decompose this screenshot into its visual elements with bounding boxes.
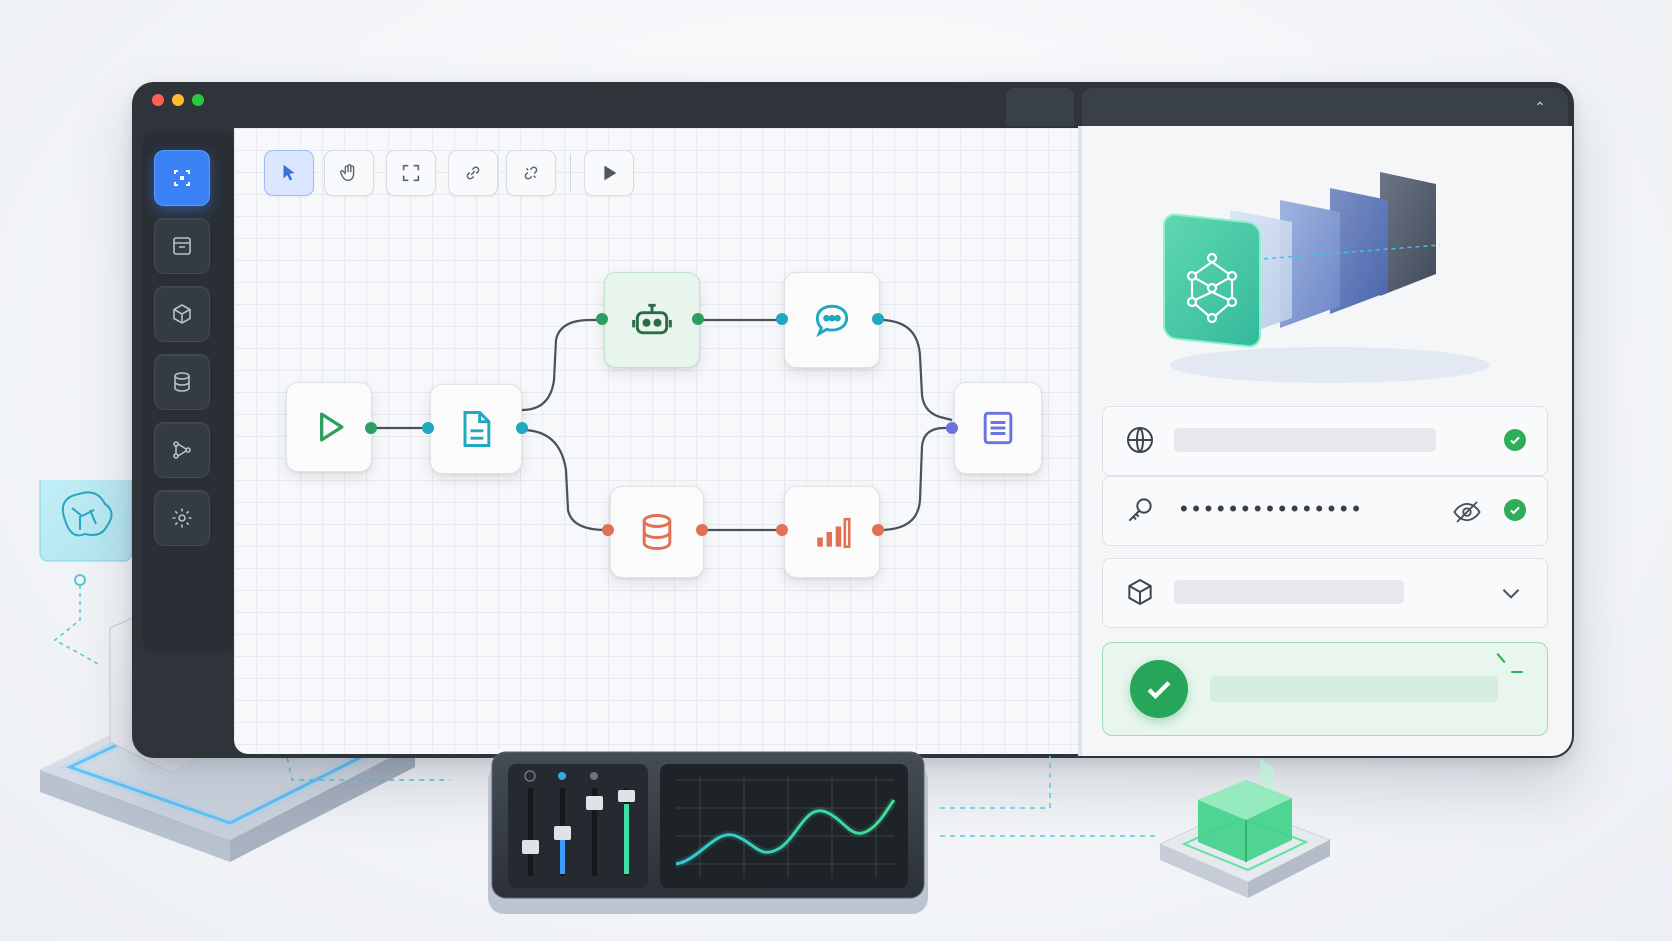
- titlebar-tab[interactable]: [1006, 88, 1074, 126]
- panel-titlebar: [1082, 88, 1568, 126]
- sidebar-item-components[interactable]: [154, 286, 210, 342]
- key-icon: [1128, 498, 1152, 522]
- endpoint-url-value: [1174, 428, 1436, 452]
- chat-bubble-icon: [815, 304, 849, 338]
- run-workflow-button[interactable]: [584, 150, 634, 196]
- cube-icon: [1128, 578, 1152, 606]
- node-port[interactable]: [776, 524, 788, 536]
- node-port[interactable]: [602, 524, 614, 536]
- window-maximize-button[interactable]: [192, 94, 204, 106]
- node-chat[interactable]: [784, 272, 880, 368]
- globe-icon: [1127, 427, 1153, 453]
- gear-icon: [172, 508, 192, 528]
- api-key-mask: •••••••••••••••: [1180, 496, 1365, 521]
- graph-icon: [173, 441, 191, 459]
- robot-icon: [632, 303, 672, 335]
- sidebar-item-settings[interactable]: [154, 490, 210, 546]
- node-output[interactable]: [954, 382, 1042, 474]
- node-port[interactable]: [872, 313, 884, 325]
- window-minimize-button[interactable]: [172, 94, 184, 106]
- node-port[interactable]: [872, 524, 884, 536]
- unlink-icon: [524, 166, 538, 180]
- node-port[interactable]: [422, 422, 434, 434]
- connection-status-text: [1210, 676, 1498, 702]
- node-port[interactable]: [596, 313, 608, 325]
- window-close-button[interactable]: [152, 94, 164, 106]
- play-icon: [604, 165, 617, 181]
- node-port[interactable]: [692, 313, 704, 325]
- database-icon: [642, 514, 672, 550]
- cube-icon: [173, 304, 191, 324]
- sidebar-item-graph[interactable]: [154, 422, 210, 478]
- link-icon: [466, 166, 480, 180]
- api-key-valid-badge: [1504, 499, 1526, 521]
- model-select-value: [1174, 580, 1404, 604]
- model-layers-illustration: [1163, 172, 1490, 383]
- checkmark-icon: [1147, 681, 1171, 700]
- tool-link-button[interactable]: [448, 150, 498, 196]
- archive-icon: [173, 237, 191, 255]
- node-port[interactable]: [946, 422, 958, 434]
- toolbar-separator: [570, 154, 571, 192]
- tool-unlink-button[interactable]: [506, 150, 556, 196]
- list-document-icon: [983, 411, 1013, 445]
- scan-icon: [174, 170, 190, 186]
- cube-pedestal-illustration: [1158, 758, 1332, 898]
- node-port[interactable]: [516, 422, 528, 434]
- tool-pan-button[interactable]: [324, 150, 374, 196]
- sidebar-item-archive[interactable]: [154, 218, 210, 274]
- node-document[interactable]: [430, 384, 522, 474]
- chevron-down-icon[interactable]: [1498, 580, 1524, 606]
- mixer-device-illustration: [488, 751, 928, 914]
- eye-off-icon[interactable]: [1452, 497, 1482, 527]
- node-start[interactable]: [286, 382, 372, 472]
- bar-chart-icon: [817, 517, 851, 548]
- node-port[interactable]: [365, 422, 377, 434]
- workflow-canvas[interactable]: [234, 128, 1080, 754]
- node-port[interactable]: [776, 313, 788, 325]
- tool-select-button[interactable]: [264, 150, 314, 196]
- sidebar-item-database[interactable]: [154, 354, 210, 410]
- frame-icon: [402, 164, 420, 182]
- api-key-field[interactable]: [1102, 476, 1548, 546]
- database-icon: [174, 372, 190, 392]
- node-database[interactable]: [610, 486, 704, 578]
- node-port[interactable]: [696, 524, 708, 536]
- panel-divider[interactable]: [1078, 126, 1082, 756]
- checkmark-icon: [1510, 506, 1520, 515]
- endpoint-valid-badge: [1504, 429, 1526, 451]
- node-analytics[interactable]: [784, 486, 880, 578]
- hand-icon: [340, 164, 355, 182]
- cursor-icon: [283, 164, 295, 181]
- chevron-up-icon: ⌃: [1534, 99, 1546, 115]
- success-badge: [1130, 660, 1188, 718]
- play-icon: [320, 412, 344, 442]
- collapse-panel-button[interactable]: ⌃: [1528, 96, 1552, 118]
- sidebar-item-scan[interactable]: [154, 150, 210, 206]
- tool-frame-button[interactable]: [386, 150, 436, 196]
- document-icon: [463, 411, 491, 447]
- checkmark-icon: [1510, 436, 1520, 445]
